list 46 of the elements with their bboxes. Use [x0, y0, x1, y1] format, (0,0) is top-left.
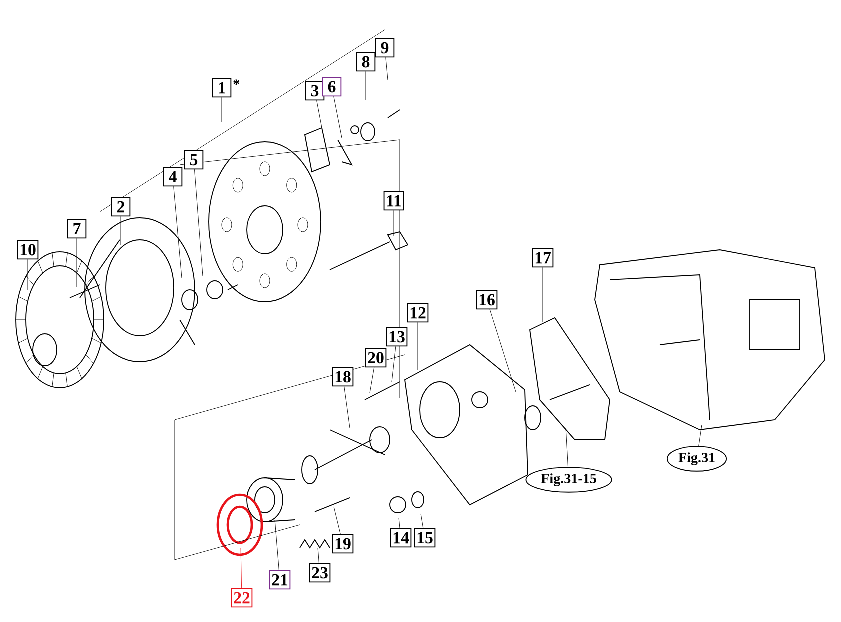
leader-line	[392, 346, 396, 382]
callout-number: 1	[212, 78, 232, 98]
asterisk: *	[234, 80, 240, 86]
leader-line	[120, 216, 122, 246]
leader-line	[240, 548, 242, 589]
callout-number: 16	[476, 290, 498, 310]
callout-number: 8	[356, 52, 376, 72]
callout-number: 12	[407, 303, 429, 323]
callout-number: 15	[414, 528, 436, 548]
callout-number: 20	[365, 348, 387, 368]
callout-number: 13	[386, 327, 408, 347]
callout-number: 19	[332, 534, 354, 554]
callout-number: 10	[17, 240, 39, 260]
leader-line	[76, 238, 78, 288]
leader-line	[334, 506, 341, 535]
figure-reference-oval: Fig.31	[667, 446, 728, 472]
callout-number: 23	[309, 563, 331, 583]
leader-line	[344, 386, 350, 428]
callout-number: 3	[305, 81, 325, 101]
leader-line	[398, 518, 400, 529]
leader-line	[542, 267, 544, 322]
callout-number: 9	[375, 38, 395, 58]
leader-line	[316, 100, 322, 128]
leader-line	[698, 424, 702, 446]
callout-number: 17	[532, 248, 554, 268]
leader-line	[490, 309, 516, 392]
callout-number: 11	[384, 191, 404, 211]
callout-number: 7	[67, 219, 87, 239]
figure-reference-oval: Fig.31-15	[526, 467, 612, 493]
callout-number: 14	[390, 528, 412, 548]
leader-line	[386, 57, 388, 80]
callout-number: 2	[111, 197, 131, 217]
callout-number: 5	[184, 150, 204, 170]
leader-line	[274, 520, 280, 571]
leader-line	[420, 514, 424, 529]
leader-line	[174, 186, 182, 278]
callout-number: 21	[269, 570, 291, 590]
leader-line	[334, 96, 342, 138]
leader-line	[566, 428, 568, 468]
leader-line	[370, 367, 375, 394]
callout-number: 4	[163, 167, 183, 187]
callout-number: 18	[332, 367, 354, 387]
callout-number: 22	[231, 588, 253, 608]
leader-line	[318, 548, 320, 564]
leader-line	[194, 169, 204, 276]
callout-number: 6	[322, 77, 342, 97]
